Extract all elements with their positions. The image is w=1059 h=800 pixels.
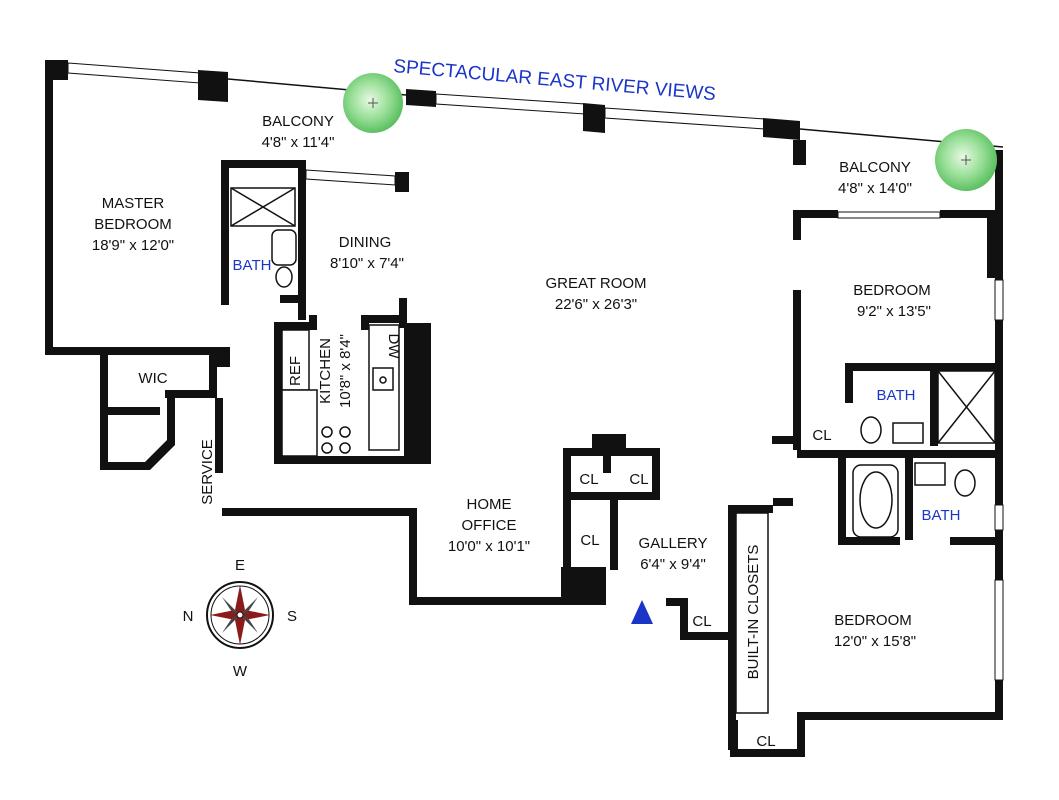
outer-walls <box>45 60 1004 757</box>
bath-upper-label: BATH <box>877 387 916 404</box>
built-in-closets-label: BUILT-IN CLOSETS <box>745 545 762 680</box>
kitchen-dims: 10'8" x 8'4" <box>337 334 354 408</box>
ref-label: REF <box>287 356 304 386</box>
interior-walls <box>221 160 995 750</box>
compass-north-label: N <box>183 608 194 625</box>
balcony-right-dims: 4'8" x 14'0" <box>838 180 912 197</box>
bedroom-lower-dims: 12'0" x 15'8" <box>834 633 916 650</box>
dw-label: DW <box>385 334 402 360</box>
compass-south-label: S <box>287 608 297 625</box>
master-bedroom-dims: 18'9" x 12'0" <box>92 237 174 254</box>
great-room-dims: 22'6" x 26'3" <box>555 296 637 313</box>
balcony-left-dims: 4'8" x 11'4" <box>262 134 335 151</box>
gallery-dims: 6'4" x 9'4" <box>640 556 706 573</box>
master-bedroom-name-2: BEDROOM <box>94 216 172 233</box>
bedroom-upper-dims: 9'2" x 13'5" <box>857 303 931 320</box>
closet-label-5: CL <box>812 427 831 444</box>
compass-west-label: W <box>233 663 248 680</box>
home-office-name-2: OFFICE <box>462 517 517 534</box>
gallery-name: GALLERY <box>639 535 708 552</box>
fixtures <box>230 187 996 538</box>
tree-icon-left <box>343 73 403 133</box>
dining-dims: 8'10" x 7'4" <box>330 255 404 272</box>
closet-label-6: CL <box>756 733 775 750</box>
closet-label-2: CL <box>629 471 648 488</box>
master-bedroom-name-1: MASTER <box>102 195 165 212</box>
exterior-window-wall <box>45 60 1004 165</box>
bath-master-label: BATH <box>233 257 272 274</box>
bedroom-lower-name: BEDROOM <box>834 612 912 629</box>
balcony-left-name: BALCONY <box>262 113 334 130</box>
home-office-dims: 10'0" x 10'1" <box>448 538 530 555</box>
compass-rose-icon <box>206 581 274 649</box>
stove-burners <box>321 426 351 454</box>
kitchen-name: KITCHEN <box>317 338 334 404</box>
closet-label-4: CL <box>692 613 711 630</box>
balcony-right-name: BALCONY <box>839 159 911 176</box>
service-label: SERVICE <box>199 439 216 505</box>
closet-label-3: CL <box>580 532 599 549</box>
wic-label: WIC <box>138 370 167 387</box>
closet-label-1: CL <box>579 471 598 488</box>
bath-lower-label: BATH <box>922 507 961 524</box>
home-office-name-1: HOME <box>467 496 512 513</box>
dining-name: DINING <box>339 234 392 251</box>
tree-icon-right <box>935 129 997 191</box>
great-room-name: GREAT ROOM <box>545 275 646 292</box>
compass-east-label: E <box>235 557 245 574</box>
bedroom-upper-name: BEDROOM <box>853 282 931 299</box>
entry-triangle-icon <box>631 600 653 624</box>
